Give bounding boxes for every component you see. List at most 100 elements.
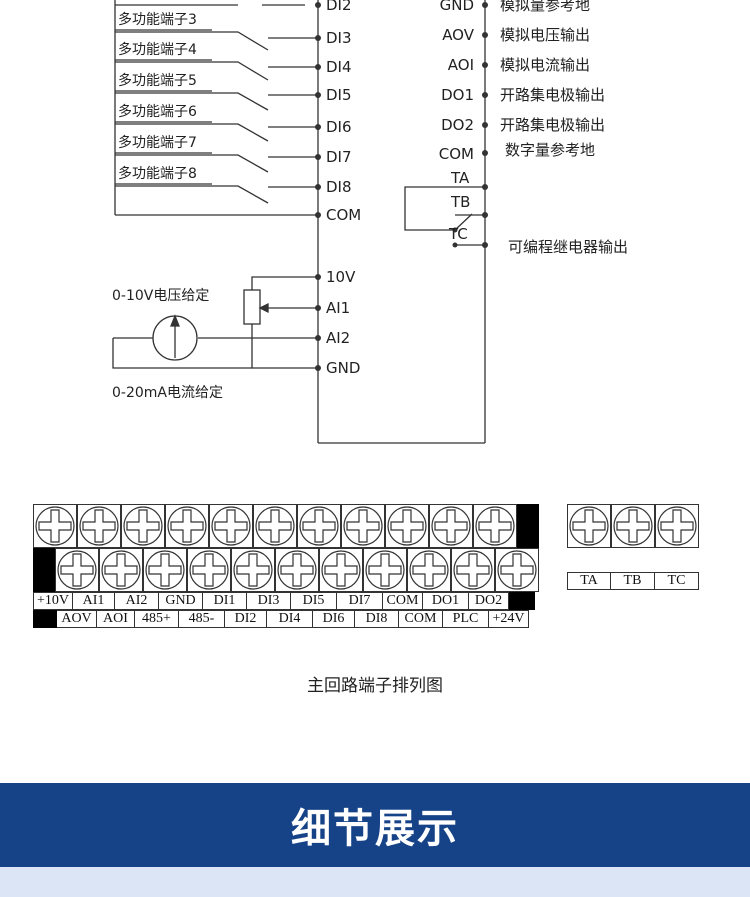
screw-icon [253, 504, 297, 548]
block-filler [517, 504, 539, 548]
screw-icon [611, 504, 655, 548]
wiring-diagram [112, 0, 488, 444]
screw-icon [99, 548, 143, 592]
terminal-di8: DI8 [326, 178, 352, 196]
screw-icon [187, 548, 231, 592]
relay-desc: 可编程继电器输出 [508, 238, 629, 256]
left-label-5: 多功能端子5 [118, 73, 197, 89]
relay-tb: TB [451, 193, 471, 211]
label-row-1: +10V AI1 AI2 GND DI1 DI3 DI5 DI7 COM DO1… [33, 592, 539, 610]
main-terminal-block: +10V AI1 AI2 GND DI1 DI3 DI5 DI7 COM DO1… [33, 504, 539, 628]
label-cell: 485+ [135, 610, 179, 628]
terminal-do2: DO2 [441, 116, 474, 134]
screw-row-2 [33, 548, 539, 592]
label-cell: +10V [33, 592, 73, 610]
screw-icon [77, 504, 121, 548]
desc-aoi: 模拟电流输出 [500, 56, 591, 74]
screw-icon [567, 504, 611, 548]
screw-icon [429, 504, 473, 548]
terminal-di3: DI3 [326, 29, 352, 47]
relay-terminal-block: TA TB TC [567, 504, 699, 590]
terminal-com-in: COM [326, 206, 362, 224]
desc-com: 数字量参考地 [505, 141, 596, 159]
terminal-di7: DI7 [326, 148, 352, 166]
label-cell: AI1 [73, 592, 115, 610]
terminal-10v: 10V [326, 268, 356, 286]
screw-icon [341, 504, 385, 548]
screw-icon [231, 548, 275, 592]
section-banner: 细节展示 [0, 783, 750, 867]
label-cell: DI7 [337, 592, 383, 610]
screw-icon [55, 548, 99, 592]
left-label-6: 多功能端子6 [118, 104, 197, 120]
screw-icon [275, 548, 319, 592]
label-cell: COM [383, 592, 423, 610]
terminal-ai2: AI2 [326, 329, 351, 347]
block-filler [33, 548, 55, 592]
label-filler [509, 592, 535, 610]
screw-icon [209, 504, 253, 548]
screw-icon [319, 548, 363, 592]
label-cell: +24V [489, 610, 529, 628]
left-label-8: 多功能端子8 [118, 166, 197, 182]
screw-icon [407, 548, 451, 592]
label-cell: DO2 [469, 592, 509, 610]
terminal-di5: DI5 [326, 86, 352, 104]
screw-icon [495, 548, 539, 592]
label-cell: COM [399, 610, 443, 628]
label-cell: DI5 [291, 592, 337, 610]
label-cell: DI2 [225, 610, 267, 628]
relay-screw-row [567, 504, 699, 548]
label-cell: DI8 [355, 610, 399, 628]
screw-icon [655, 504, 699, 548]
screw-icon [33, 504, 77, 548]
terminal-aov: AOV [442, 26, 474, 44]
screw-icon [165, 504, 209, 548]
screw-icon [297, 504, 341, 548]
label-row-2: AOV AOI 485+ 485- DI2 DI4 DI6 DI8 COM PL… [33, 610, 539, 628]
label-cell: DO1 [423, 592, 469, 610]
current-input-label: 0-20mA电流给定 [112, 385, 223, 401]
relay-label-cell: TA [567, 572, 611, 590]
relay-label-cell: TC [655, 572, 699, 590]
terminal-ai1: AI1 [326, 299, 351, 317]
screw-icon [121, 504, 165, 548]
left-label-3: 多功能端子3 [118, 12, 197, 28]
label-cell: AOV [57, 610, 97, 628]
diagram-caption: 主回路端子排列图 [307, 676, 443, 696]
label-cell: DI4 [267, 610, 313, 628]
relay-label-row: TA TB TC [567, 572, 699, 590]
relay-tc: TC [449, 225, 468, 243]
terminal-gnd: GND [326, 359, 361, 377]
terminal-di2: DI2 [326, 0, 352, 14]
label-filler [33, 610, 57, 628]
bottom-strip [0, 867, 750, 897]
label-cell: DI1 [203, 592, 247, 610]
label-cell: 485- [179, 610, 225, 628]
screw-icon [363, 548, 407, 592]
banner-title: 细节展示 [291, 806, 459, 852]
terminal-com-out: COM [438, 145, 474, 163]
desc-gnd: 模拟量参考地 [500, 0, 591, 14]
desc-do2: 开路集电极输出 [500, 116, 606, 134]
label-cell: DI3 [247, 592, 291, 610]
label-cell: DI6 [313, 610, 355, 628]
screw-icon [143, 548, 187, 592]
label-cell: PLC [443, 610, 489, 628]
terminal-di6: DI6 [326, 118, 352, 136]
screw-icon [385, 504, 429, 548]
relay-label-cell: TB [611, 572, 655, 590]
label-cell: AI2 [115, 592, 159, 610]
terminal-di4: DI4 [326, 58, 352, 76]
terminal-do1: DO1 [441, 86, 474, 104]
terminal-gnd-out: GND [439, 0, 474, 14]
screw-icon [451, 548, 495, 592]
label-cell: AOI [97, 610, 135, 628]
left-label-4: 多功能端子4 [118, 42, 197, 58]
desc-do1: 开路集电极输出 [500, 86, 606, 104]
relay-ta: TA [451, 169, 470, 187]
terminal-aoi: AOI [447, 56, 474, 74]
screw-row-1 [33, 504, 539, 548]
label-cell: GND [159, 592, 203, 610]
desc-aov: 模拟电压输出 [500, 26, 591, 44]
